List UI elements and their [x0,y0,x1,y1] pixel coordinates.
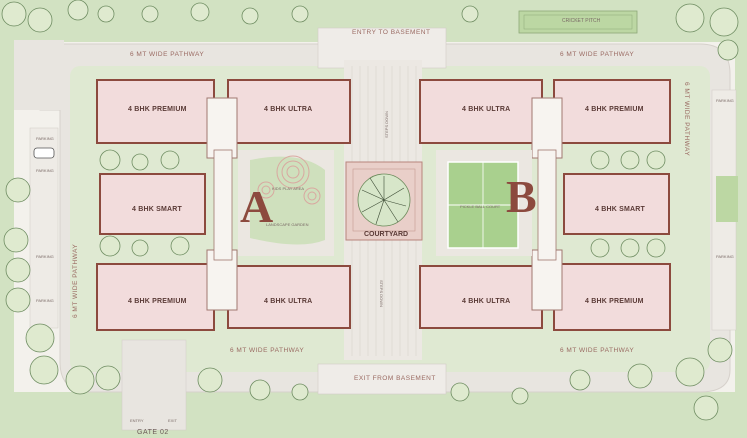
unit-a-mid [99,173,206,235]
unit-label-a-bottom-right: 4 BHK ULTRA [264,298,313,305]
unit-a-top-left [96,79,215,144]
parking-label-right-1: PARKING [716,98,734,103]
unit-b-top-right [553,79,671,144]
tower-b-letter: B [506,171,537,222]
parking-label-left-3: PARKING [36,254,54,259]
stairs-label-bottom: STEPS DOWN [379,280,384,307]
pathway-label-top-right: 6 MT WIDE PATHWAY [560,51,635,58]
cricket-pitch [518,10,638,34]
unit-b-bottom-left [419,265,543,329]
pathway-label-right: 6 MT WIDE PATHWAY [683,82,690,157]
courtyard-label: COURTYARD [364,231,409,238]
core-a-top [206,97,238,159]
pathway-label-left: 6 MT WIDE PATHWAY [72,243,79,318]
unit-b-mid [563,173,670,235]
unit-label-b-top-left: 4 BHK ULTRA [462,106,511,113]
green-belt-bottom [0,392,747,438]
parking-label-left-1: PARKING [36,136,54,141]
exit-ramp [317,363,447,395]
unit-label-b-top-right: 4 BHK PREMIUM [585,106,644,113]
green-belt-right [735,40,747,400]
unit-label-a-mid: 4 BHK SMART [132,206,183,213]
stairs-label-top: STEPS DOWN [384,111,389,138]
unit-a-bottom-right [227,265,351,329]
green-patch-right [716,176,738,222]
corridor-a [213,149,233,261]
gate-label: GATE 02 [137,429,169,436]
tower-a-letter: A [240,181,274,232]
unit-label-a-top-left: 4 BHK PREMIUM [128,106,187,113]
unit-label-a-top-right: 4 BHK ULTRA [264,106,313,113]
road-left-stub [14,40,64,110]
unit-b-bottom-right [553,263,671,331]
courtyard-tree-spokes [361,176,407,225]
core-b-top [531,97,563,159]
exit-small-label: EXIT [168,418,177,423]
pathway-label-bottom-left: 6 MT WIDE PATHWAY [230,347,305,354]
cricket-pitch-label: CRICKET PITCH [562,18,601,24]
parking-strip-left [29,127,59,329]
parking-label-right-2: PARKING [716,254,734,259]
pathway-label-bottom-right: 6 MT WIDE PATHWAY [560,347,635,354]
unit-label-b-bottom-right: 4 BHK PREMIUM [585,298,644,305]
parking-label-left-4: PARKING [36,298,54,303]
car-icon [33,147,55,159]
unit-label-a-bottom-left: 4 BHK PREMIUM [128,298,187,305]
pathway-label-top-left: 6 MT WIDE PATHWAY [130,51,205,58]
corridor-b [537,149,557,261]
green-belt-left [0,40,14,400]
landscape-garden-label: LANDSCAPE GARDEN [266,222,309,227]
unit-label-b-bottom-left: 4 BHK ULTRA [462,298,511,305]
unit-b-top-left [419,79,543,144]
exit-from-basement-label: EXIT FROM BASEMENT [354,375,436,382]
courtyard-inner [352,168,416,232]
tower-b [419,79,671,331]
trees [1,0,739,421]
unit-a-top-right [227,79,351,144]
parking-label-left-2: PARKING [36,168,54,173]
tower-a [96,79,351,331]
kids-play-rings [257,155,321,205]
unit-a-bottom-left [96,263,215,331]
entry-small-label: ENTRY [130,418,144,423]
unit-label-b-mid: 4 BHK SMART [595,206,646,213]
kids-play-label: KIDS PLAY AREA [272,186,305,191]
pickleball-label: PICKLE BALL COURT [460,204,501,209]
entry-to-basement-label: ENTRY TO BASEMENT [352,29,431,36]
cricket-pitch-inner [523,14,633,30]
gate-road [121,339,187,431]
garden-lawn [250,156,325,245]
